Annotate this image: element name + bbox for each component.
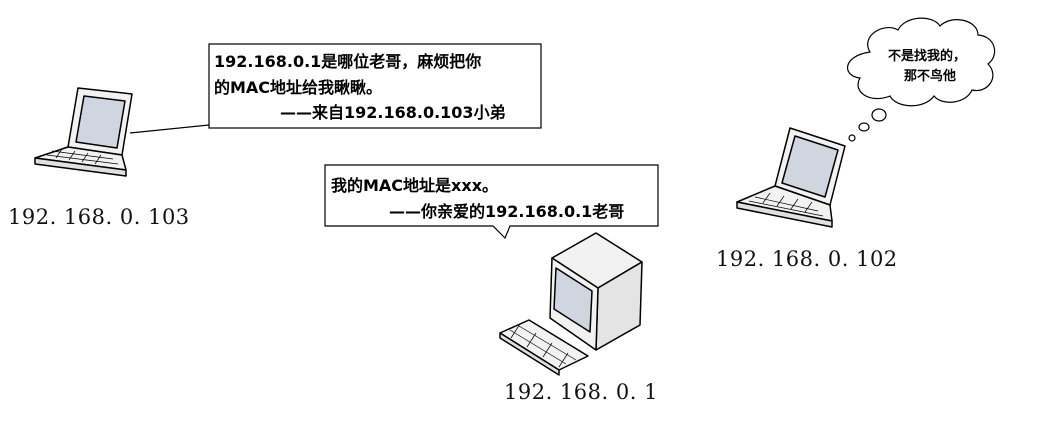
left-laptop-ip-label: 192. 168. 0. 103 <box>8 205 190 229</box>
request-callout-line3: ——来自192.168.0.103小弟 <box>280 103 506 122</box>
reply-callout-line2: ——你亲爱的192.168.0.1老哥 <box>389 202 625 221</box>
thought-cloud-line1: 不是找我的， <box>888 49 967 64</box>
request-callout-line2: 的MAC地址给我瞅瞅。 <box>214 78 383 97</box>
reply-callout <box>324 164 659 240</box>
left-laptop-icon <box>34 87 133 177</box>
desktop-computer-icon <box>499 232 643 376</box>
right-laptop-ip-label: 192. 168. 0. 102 <box>716 247 898 271</box>
reply-callout-line1: 我的MAC地址是xxx。 <box>331 176 499 195</box>
request-callout-line1: 192.168.0.1是哪位老哥，麻烦把你 <box>214 52 482 71</box>
right-laptop-icon <box>736 127 846 228</box>
desktop-ip-label: 192. 168. 0. 1 <box>504 380 658 404</box>
request-callout <box>129 43 542 134</box>
thought-cloud <box>846 17 996 142</box>
thought-cloud-line2: 那不鸟他 <box>904 69 957 84</box>
